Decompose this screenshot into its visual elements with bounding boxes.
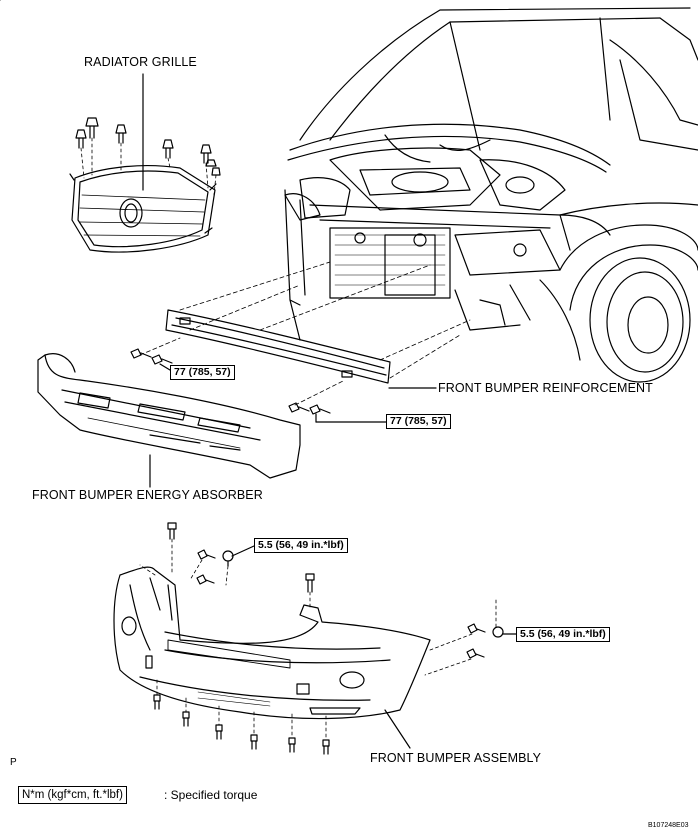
energy-absorber-drawing <box>37 353 301 488</box>
label-radiator-grille: RADIATOR GRILLE <box>84 55 197 69</box>
legend-unit-box: N*m (kgf*cm, ft.*lbf) <box>18 786 127 804</box>
torque-assembly-right: 5.5 (56, 49 in.*lbf) <box>516 627 610 642</box>
bumper-fastener-guides <box>139 538 497 741</box>
label-front-bumper-reinforcement: FRONT BUMPER REINFORCEMENT <box>438 381 653 395</box>
grille-clip-guides <box>80 137 217 196</box>
legend-description: : Specified torque <box>164 788 258 802</box>
bumper-fasteners <box>153 522 517 755</box>
torque-assembly-left: 5.5 (56, 49 in.*lbf) <box>254 538 348 553</box>
grille-clips <box>75 117 221 176</box>
vehicle-front-outline <box>284 7 698 383</box>
torque-reinforcement-upper: 77 (785, 57) <box>170 365 235 380</box>
reinforcement-alignment-guides <box>139 261 471 406</box>
torque-reinforcement-lower: 77 (785, 57) <box>386 414 451 429</box>
front-bumper-reinforcement-drawing <box>165 309 437 389</box>
reinforcement-bolts <box>130 348 387 423</box>
label-front-bumper-assembly: FRONT BUMPER ASSEMBLY <box>370 751 542 765</box>
front-bumper-assembly-drawing <box>113 566 431 749</box>
corner-mark: P <box>10 757 17 768</box>
figure-code: B107248E03 <box>648 822 689 829</box>
radiator-grille-drawing <box>69 73 217 253</box>
label-front-bumper-energy-absorber: FRONT BUMPER ENERGY ABSORBER <box>32 488 263 502</box>
